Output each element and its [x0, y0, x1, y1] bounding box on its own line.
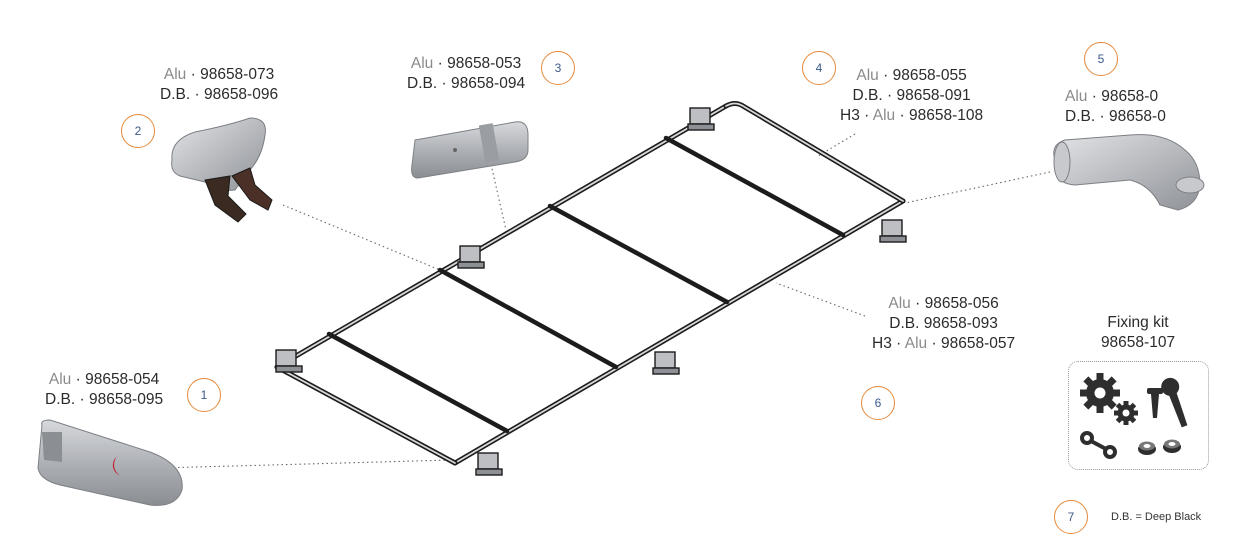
- fixing-kit-icons: [1080, 373, 1188, 459]
- leader-line-2: [282, 204, 441, 271]
- leader-lines: [159, 133, 1051, 469]
- chain-link-icon: [1080, 431, 1117, 459]
- foot-3: [687, 107, 715, 131]
- part-3-tube-joiner-image: [411, 121, 529, 179]
- callout-7: 7: [1054, 500, 1088, 534]
- foot-4: [475, 452, 503, 476]
- callout-6: 6: [861, 386, 895, 420]
- part-2-corner-connector-image: [171, 117, 273, 223]
- roof-rack-frame: [274, 101, 906, 466]
- part-1-end-cap-image: [37, 419, 183, 506]
- callout-5: 5: [1084, 42, 1118, 76]
- crossbar-4: [663, 135, 846, 238]
- part-1-label: Alu · 98658-054 D.B. · 98658-095: [45, 371, 164, 408]
- part-3-label: Alu · 98658-053 D.B. · 98658-094: [407, 55, 526, 92]
- crossbar-2: [437, 267, 619, 370]
- crossbar-1: [326, 331, 510, 434]
- leader-line-5: [904, 171, 1051, 204]
- foot-5: [652, 351, 680, 375]
- part-4-label: Alu · 98658-055 D.B. · 98658-091 H3 · Al…: [840, 67, 984, 124]
- fixing-kit-title: Fixing kit 98658-107: [1100, 314, 1176, 351]
- callout-2: 2: [121, 114, 155, 148]
- leader-line-6: [775, 282, 866, 317]
- legend-note: D.B. = Deep Black: [1111, 511, 1202, 523]
- part-6-label: Alu · 98658-056 D.B. 98658-093 H3 · Alu …: [872, 295, 1016, 352]
- callout-3: 3: [541, 51, 575, 85]
- nut-icon-1: [1138, 441, 1156, 455]
- bolt-icon: [1161, 377, 1188, 428]
- mounting-feet: [275, 107, 907, 476]
- part-2-label: Alu · 98658-073 D.B. · 98658-096: [160, 66, 279, 103]
- nut-icon-2: [1163, 439, 1181, 453]
- foot-2: [457, 245, 485, 269]
- foot-6: [879, 219, 907, 243]
- screw-icon: [1147, 388, 1163, 418]
- callout-4: 4: [802, 51, 836, 85]
- gear-small-icon: [1114, 401, 1138, 425]
- crossbar-3: [547, 203, 730, 305]
- part-5-label: Alu · 98658-0 D.B. · 98658-0: [1065, 88, 1170, 125]
- leader-line-1: [159, 459, 453, 469]
- leader-line-3: [489, 159, 507, 231]
- callout-1: 1: [187, 378, 221, 412]
- part-5-elbow-connector-image: [1053, 134, 1205, 211]
- foot-1: [275, 349, 303, 373]
- gear-icon: [1080, 373, 1120, 413]
- fixing-kit-box: [1068, 361, 1209, 470]
